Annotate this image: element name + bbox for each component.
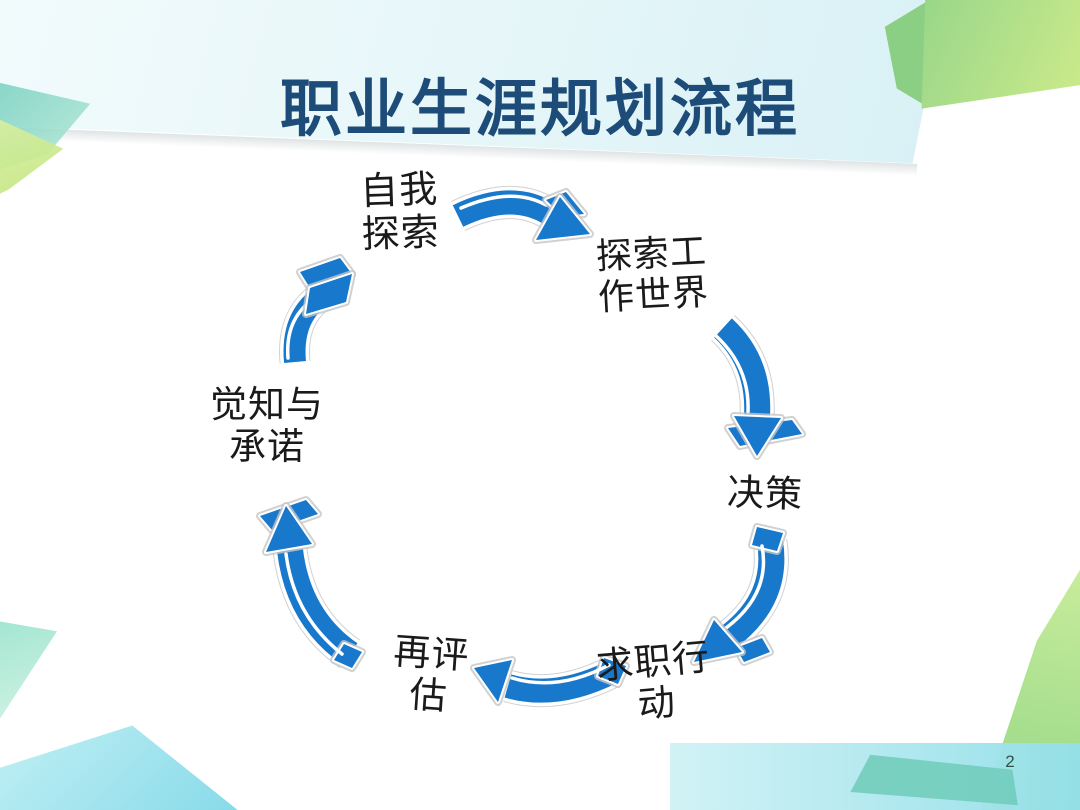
bottom-left-cyan-shape bbox=[0, 725, 238, 810]
step-label-line: 再评估 bbox=[392, 630, 471, 718]
step-label-re-evaluation: 再评估 bbox=[371, 629, 489, 720]
step-label-awareness-commitment: 觉知与 承诺 bbox=[196, 384, 338, 468]
step-label-line: 觉知与 bbox=[210, 384, 324, 425]
arrow-explore-work-world-to-decision bbox=[710, 315, 806, 460]
step-label-line: 探索 bbox=[361, 211, 441, 257]
bottom-left-mint-shape bbox=[0, 621, 58, 719]
step-label-self-exploration: 自我 探索 bbox=[329, 168, 472, 259]
step-label-decision: 决策 bbox=[722, 472, 807, 517]
page-title: 职业生涯规划流程 bbox=[279, 75, 800, 144]
step-label-job-seeking-action: 求职行 动 bbox=[590, 636, 721, 730]
step-label-line: 自我 bbox=[359, 168, 439, 214]
arrow-re-evaluation-to-awareness-commitment bbox=[256, 496, 366, 672]
arrow-awareness-commitment-to-self-exploration bbox=[279, 254, 356, 364]
page-number: 2 bbox=[1005, 752, 1015, 771]
arrow-self-exploration-to-explore-work-world bbox=[450, 186, 594, 244]
step-label-line: 承诺 bbox=[229, 425, 305, 467]
step-label-explore-work-world: 探索工 作世界 bbox=[583, 230, 722, 319]
step-label-line: 决策 bbox=[726, 471, 804, 516]
step-label-line: 作世界 bbox=[597, 270, 711, 318]
